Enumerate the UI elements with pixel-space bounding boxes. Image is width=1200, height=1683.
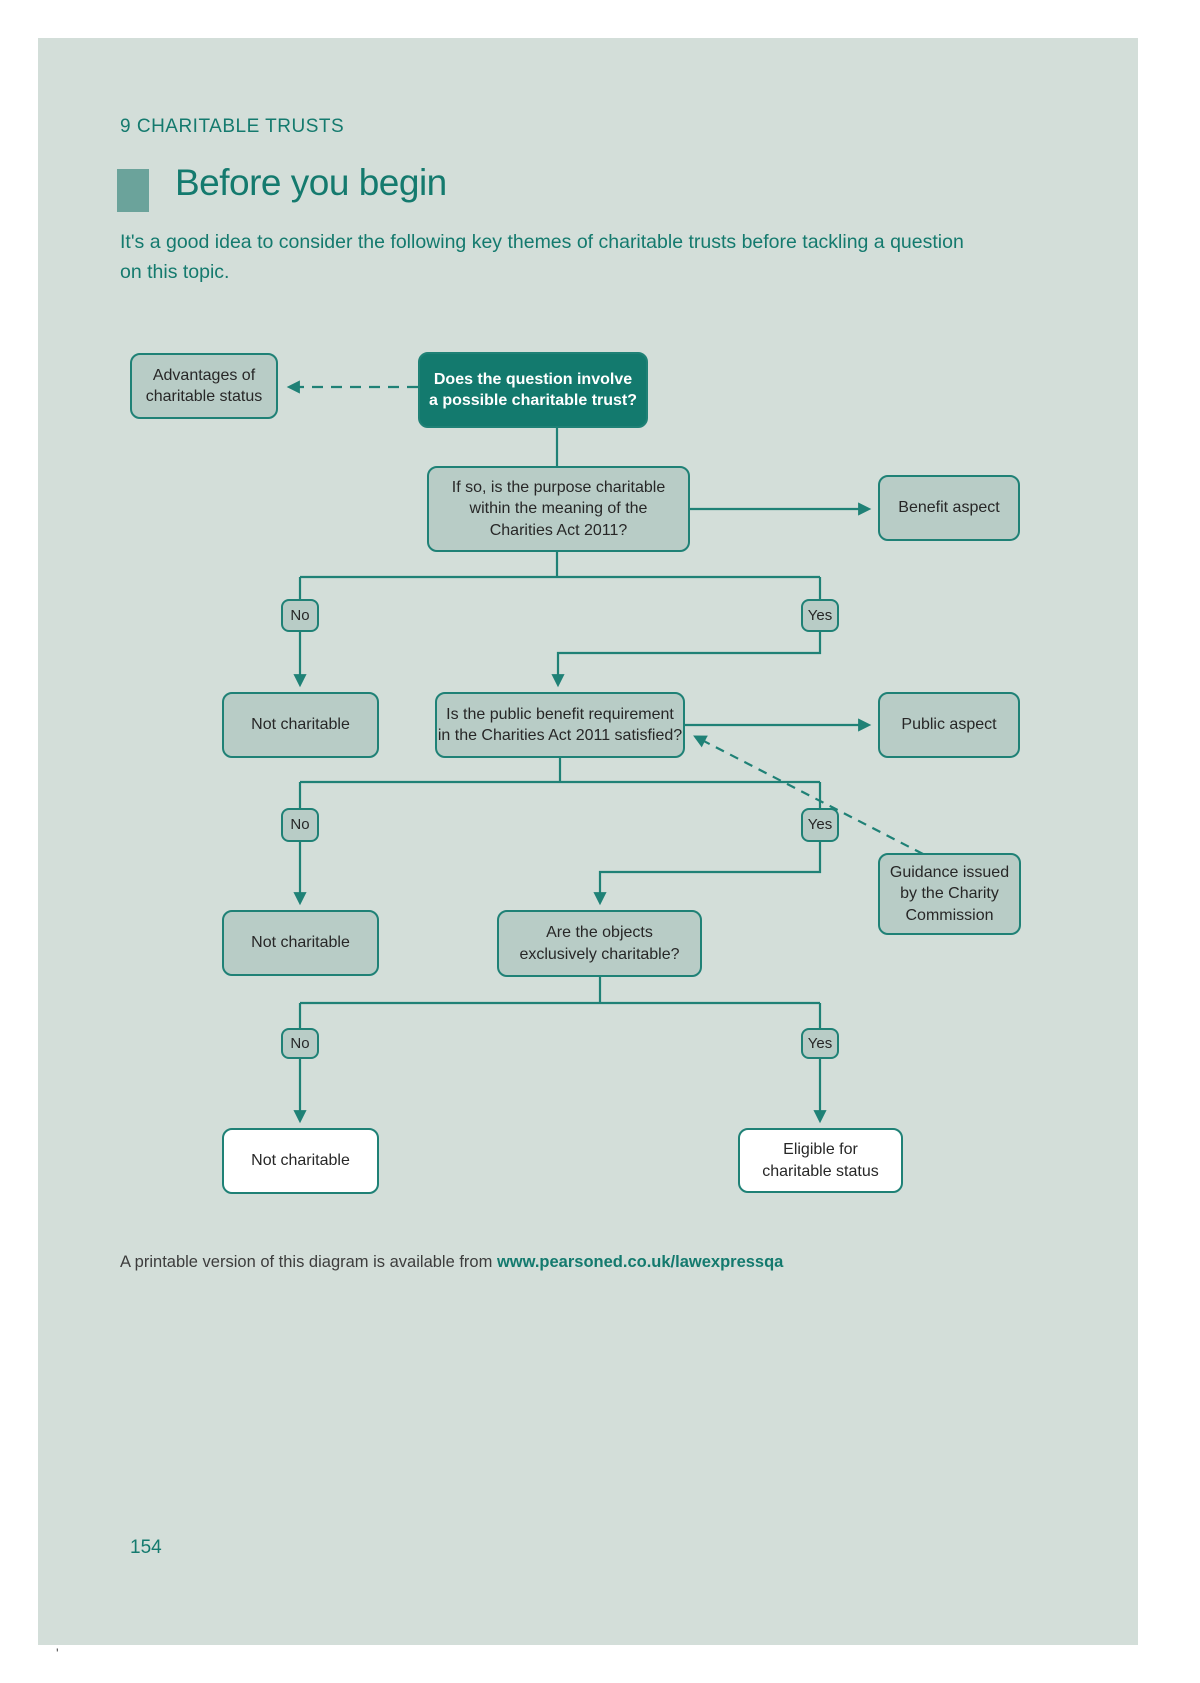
- flow-node-label: If so, is the purpose charitable: [451, 479, 666, 497]
- flow-node-benefit-aspect: Benefit aspect: [878, 475, 1020, 541]
- flow-node-not-charitable-2: Not charitable: [222, 910, 379, 976]
- flow-node-are-objects: Are the objects exclusively charitable?: [497, 910, 702, 977]
- flow-node-label: Not charitable: [251, 934, 350, 952]
- flow-node-yes-1: Yes: [801, 599, 839, 632]
- page-title: Before you begin: [175, 162, 447, 203]
- flow-node-no-1: No: [281, 599, 319, 632]
- square-bullet-icon: [117, 169, 149, 212]
- footer-url-link[interactable]: www.pearsoned.co.uk/lawexpressqa: [496, 1253, 784, 1271]
- flow-node-main-question: Does the question involve a possible cha…: [418, 352, 648, 428]
- flow-node-label: Benefit aspect: [898, 499, 1000, 517]
- flow-node-no-3: No: [281, 1028, 319, 1059]
- page-panel: [38, 38, 1138, 1645]
- flow-node-label: by the Charity: [900, 885, 999, 903]
- flow-node-label: Advantages of: [152, 366, 256, 384]
- chapter-header: 9 CHARITABLE TRUSTS: [120, 116, 345, 137]
- flow-node-not-charitable-1: Not charitable: [222, 692, 379, 758]
- flow-node-label: exclusively charitable?: [519, 945, 680, 963]
- flow-node-label: Not charitable: [251, 716, 350, 734]
- flow-node-label: a possible charitable trust?: [428, 392, 638, 409]
- flow-node-label: Guidance issued: [889, 864, 1010, 882]
- flow-node-yes-3: Yes: [801, 1028, 839, 1059]
- flow-node-label: within the meaning of the: [469, 500, 648, 518]
- flow-node-label: charitable status: [762, 1162, 879, 1180]
- stray-mark: ': [56, 1645, 59, 1661]
- flow-node-label: Is the public benefit requirement: [446, 705, 674, 723]
- flow-node-label: Does the question involve: [433, 370, 633, 388]
- flow-node-if-so: If so, is the purpose charitable within …: [427, 466, 690, 552]
- flow-node-label: Not charitable: [251, 1152, 350, 1170]
- page-number: 154: [130, 1537, 162, 1558]
- flow-node-label: Charities Act 2011?: [489, 521, 628, 539]
- flow-node-label: Are the objects: [546, 924, 653, 942]
- flow-node-label: No: [290, 816, 310, 834]
- flow-node-label: Yes: [807, 606, 833, 624]
- flow-node-public-benefit: Is the public benefit requirement in the…: [435, 692, 685, 758]
- flow-node-label: Eligible for: [783, 1141, 858, 1159]
- flow-node-advantages: Advantages of charitable status: [130, 353, 278, 419]
- flow-node-label: Commission: [905, 906, 994, 924]
- flow-node-label: No: [290, 606, 310, 624]
- flow-node-eligible: Eligible for charitable status: [738, 1128, 903, 1193]
- flow-node-label: charitable status: [145, 388, 263, 405]
- flow-node-guidance: Guidance issued by the Charity Commissio…: [878, 853, 1021, 935]
- flow-node-yes-2: Yes: [801, 808, 839, 842]
- intro-paragraph: It's a good idea to consider the followi…: [120, 231, 964, 284]
- footer-note: A printable version of this diagram is a…: [120, 1253, 783, 1272]
- footer-note-text: A printable version of this diagram is a…: [120, 1253, 497, 1271]
- flow-node-label: No: [290, 1034, 310, 1052]
- flow-node-label: in the Charities Act 2011 satisfied?: [437, 727, 683, 744]
- flow-node-label: Public aspect: [901, 716, 997, 734]
- flow-node-public-aspect: Public aspect: [878, 692, 1020, 758]
- flow-node-label: Yes: [807, 1034, 833, 1052]
- flow-node-no-2: No: [281, 808, 319, 842]
- flow-node-label: Yes: [807, 816, 833, 834]
- flow-node-not-charitable-3: Not charitable: [222, 1128, 379, 1194]
